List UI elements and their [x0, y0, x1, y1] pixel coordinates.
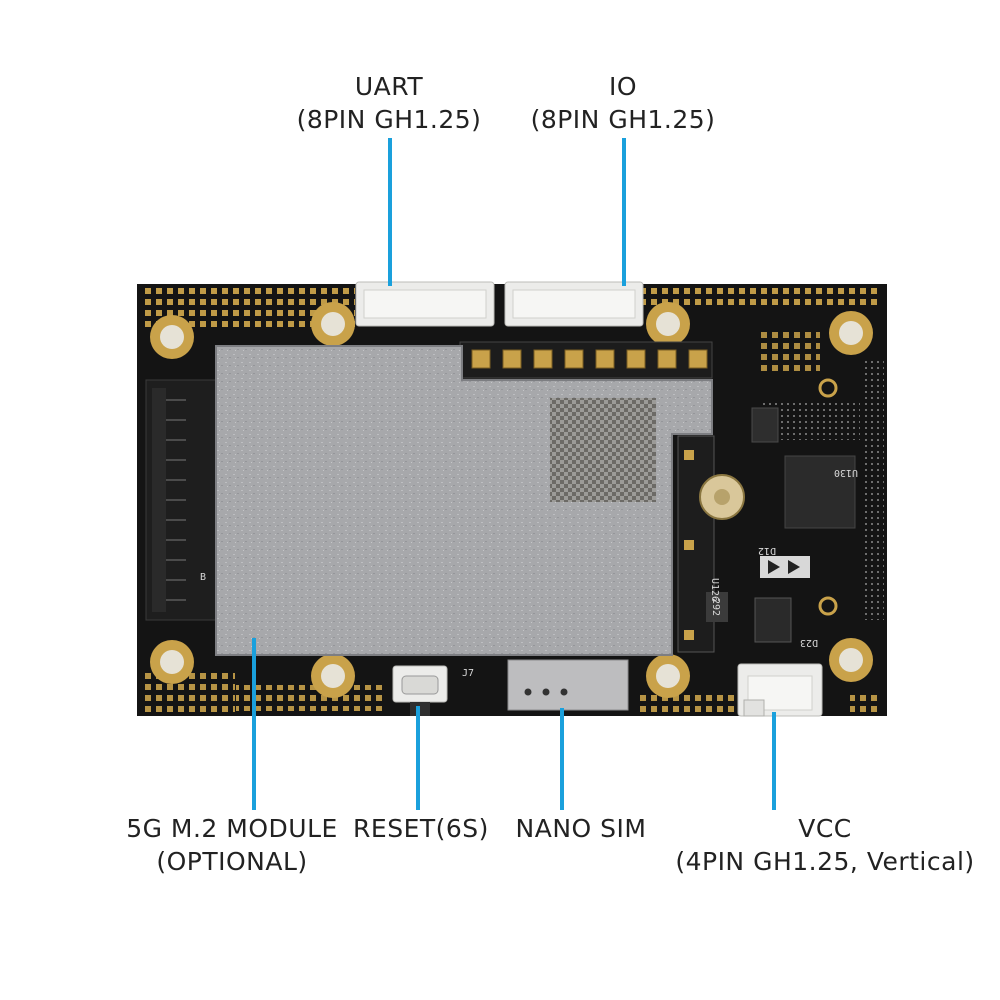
- uart-leader-line: [388, 138, 392, 286]
- silk-u130: U130: [834, 467, 858, 478]
- silk-slot-marker: B: [200, 572, 206, 583]
- silk-j7: J7: [462, 668, 474, 679]
- vcc-label: VCC (4PIN GH1.25, Vertical): [662, 812, 988, 878]
- reset-switch: [392, 665, 448, 716]
- reset-label: RESET(6S): [346, 812, 496, 845]
- sim-label: NANO SIM: [496, 812, 666, 845]
- reset-title: RESET(6S): [353, 814, 489, 843]
- vcc-title: VCC: [798, 814, 852, 843]
- nano-sim-slot: [507, 659, 629, 711]
- reset-leader-line: [416, 706, 420, 810]
- silk-r292: 292: [710, 598, 721, 616]
- vcc-connector: [737, 663, 823, 717]
- vcc-subtitle: (4PIN GH1.25, Vertical): [675, 847, 975, 876]
- io-title: IO: [608, 72, 638, 101]
- uart-subtitle: (8PIN GH1.25): [296, 105, 482, 134]
- module-label: 5G M.2 MODULE (OPTIONAL): [96, 812, 368, 878]
- io-connector: [504, 281, 644, 327]
- silk-d12: D12: [758, 545, 776, 556]
- mounting-holes: [150, 302, 873, 698]
- vcc-leader-line: [772, 712, 776, 810]
- io-label: IO (8PIN GH1.25): [498, 70, 748, 136]
- uart-connector: [355, 281, 495, 327]
- header-pins: [459, 341, 713, 379]
- module-subtitle: (OPTIONAL): [156, 847, 308, 876]
- ic-chip: [784, 455, 856, 529]
- sim-leader-line: [560, 708, 564, 810]
- side-strip: [677, 435, 745, 653]
- silk-u126: U126: [709, 578, 720, 602]
- uart-title: UART: [354, 72, 424, 101]
- uart-label: UART (8PIN GH1.25): [264, 70, 514, 136]
- module-leader-line: [252, 638, 256, 810]
- sim-title: NANO SIM: [515, 814, 647, 843]
- 5g-module-shield: [215, 345, 713, 656]
- io-subtitle: (8PIN GH1.25): [530, 105, 716, 134]
- module-title: 5G M.2 MODULE: [126, 814, 338, 843]
- io-leader-line: [622, 138, 626, 286]
- silk-d23: D23: [800, 637, 818, 648]
- m2-slot: [145, 379, 219, 621]
